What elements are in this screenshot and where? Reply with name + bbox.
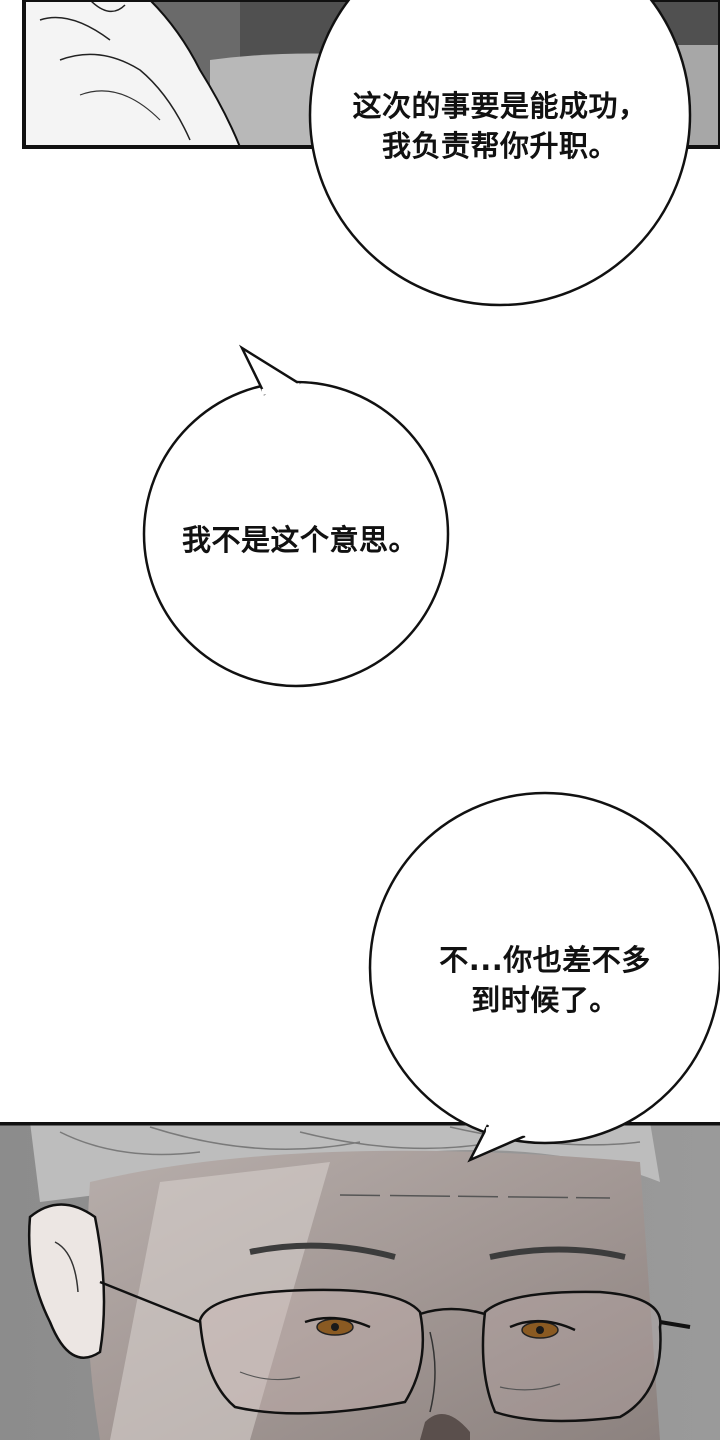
speech-bubble-2 [142, 344, 450, 688]
speech-bubble-3-text: 不...你也差不多 到时候了。 [385, 940, 705, 1020]
speech-line: 我不是这个意思。 [181, 523, 418, 557]
speech-line: 我负责帮你升职。 [381, 129, 618, 163]
speech-bubble-1-text: 这次的事要是能成功， 我负责帮你升职。 [320, 86, 680, 166]
speech-line: 这次的事要是能成功， [352, 89, 648, 123]
speech-line: 到时候了。 [471, 983, 619, 1017]
speech-bubble-2-text: 我不是这个意思。 [150, 520, 450, 560]
speech-line: 不...你也差不多 [439, 943, 651, 977]
bottom-comic-panel [0, 1122, 720, 1440]
